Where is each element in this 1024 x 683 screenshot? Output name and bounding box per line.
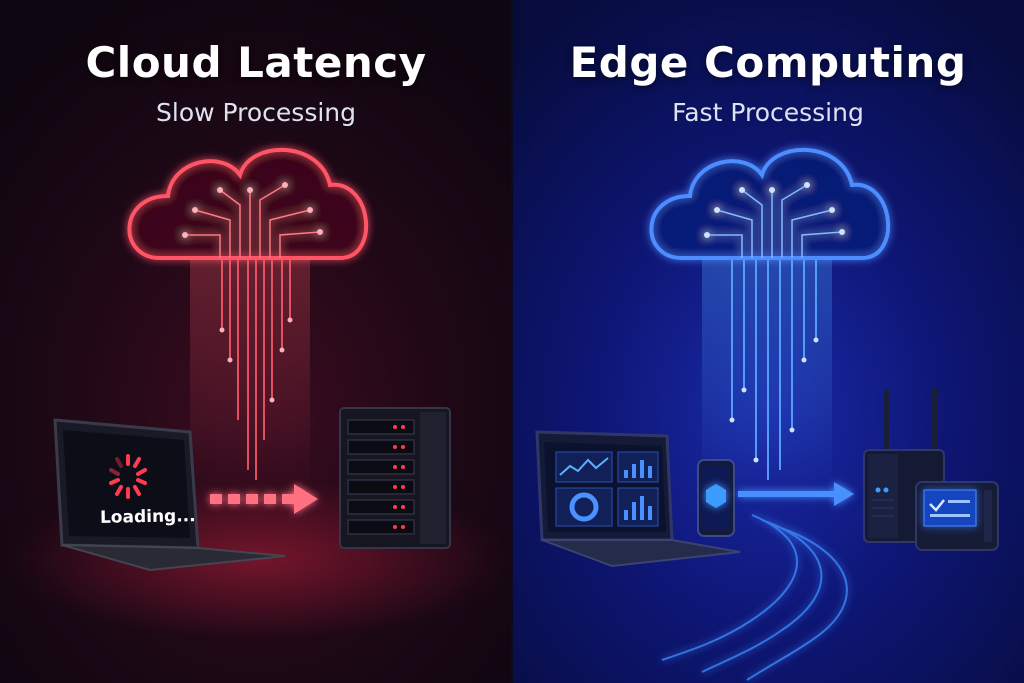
cloud-latency-subtitle: Slow Processing — [156, 98, 356, 127]
edge-computing-subtitle: Fast Processing — [672, 98, 864, 127]
laptop-icon — [535, 430, 741, 568]
arrow-icon — [210, 484, 318, 514]
arrow-icon — [738, 482, 854, 506]
cloud-latency-panel: Cloud Latency Slow Processing — [0, 0, 512, 683]
edge-computing-artwork — [535, 147, 999, 681]
phone-icon — [697, 459, 735, 537]
router-icon — [863, 388, 945, 543]
edge-computing-panel: Edge Computing Fast Processing — [512, 0, 1024, 683]
cloud-latency-artwork — [10, 147, 510, 640]
dashboard-device-icon — [915, 481, 999, 551]
laptop-loading-text: Loading... — [99, 506, 196, 528]
cloud-circuit-icon — [649, 147, 891, 260]
cloud-circuit-icon — [127, 147, 369, 260]
edge-computing-title: Edge Computing — [569, 38, 967, 87]
laptop-icon — [53, 418, 286, 572]
data-flow-lines — [661, 514, 848, 681]
data-streams — [221, 260, 291, 480]
server-icon — [339, 407, 451, 549]
data-streams — [731, 260, 817, 480]
cloud-latency-title: Cloud Latency — [85, 38, 427, 87]
panel-divider — [511, 0, 513, 683]
dashboard-screen — [555, 451, 659, 527]
loading-spinner-icon — [109, 454, 147, 499]
